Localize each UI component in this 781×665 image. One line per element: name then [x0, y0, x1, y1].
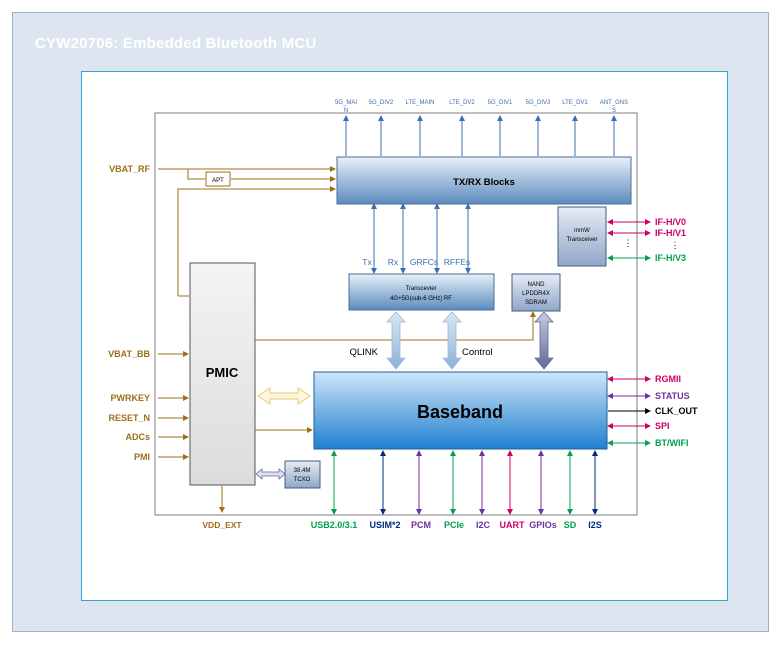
control-double-arrow — [442, 311, 462, 370]
if-port-1: IF-H/V1 — [655, 228, 686, 238]
baseband-block — [313, 371, 608, 450]
pmic-block — [189, 262, 256, 486]
right-interface-spi: SPI — [655, 421, 670, 431]
signal-tx: Tx — [362, 257, 372, 267]
antenna-port-label-7: ANT_GNS — [600, 100, 628, 106]
antenna-port-label-6: LTE_DV1 — [562, 100, 588, 106]
antenna-ports: 5G_MAI N 5G_DIV2 LTE_MAIN LTE_DV2 5G_DIV1 5G_D… — [335, 100, 628, 156]
nand-block — [511, 273, 561, 312]
slide-title: CYW20706: Embedded Bluetooth MCU — [35, 35, 317, 52]
bottom-interface-i2s: I2S — [588, 520, 602, 530]
power-input-vbat-rf: VBAT_RF — [109, 164, 150, 174]
antenna-port-label-0: 5G_MAI — [335, 100, 357, 106]
if-port-0: IF-H/V0 — [655, 217, 686, 227]
mmw-label-1: mmW — [574, 228, 590, 234]
antenna-port-label-1: 5G_DIV2 — [369, 100, 394, 106]
power-input-adcs: ADCs — [125, 432, 150, 442]
tcxo-label-1: 38.4M — [294, 468, 311, 474]
rf-transceiver-label-1: Transcevier — [405, 286, 436, 292]
bottom-interface-sd: SD — [564, 520, 577, 530]
if-ellipsis-inner: ⋮ — [624, 238, 633, 248]
antenna-port-label-0: N — [344, 108, 348, 114]
power-input-reset-n: RESET_N — [108, 413, 150, 423]
right-interface-status: STATUS — [655, 391, 690, 401]
apt-label: APT — [212, 178, 224, 184]
power-input-pmi: PMI — [134, 452, 150, 462]
nand-label-1: NAND — [527, 282, 545, 288]
control-label: Control — [462, 347, 493, 358]
signal-grfcs: GRFCs — [410, 257, 438, 267]
bottom-interface-pcm: PCM — [411, 520, 431, 530]
qlink-label: QLINK — [349, 347, 378, 358]
pmic-baseband-double-arrow — [257, 387, 311, 405]
bottom-interface-usim-2: USIM*2 — [369, 520, 400, 530]
power-input-pwrkey: PWRKEY — [110, 393, 150, 403]
mmw-transceiver-block — [557, 206, 607, 267]
pmic-label: PMIC — [206, 365, 239, 380]
txrx-label: TX/RX Blocks — [453, 177, 515, 188]
antenna-port-label-2: LTE_MAIN — [406, 100, 435, 106]
qlink-double-arrow — [386, 311, 406, 370]
bottom-interface-i2c: I2C — [476, 520, 491, 530]
right-interfaces: RGMII STATUS CLK_OUT SPI BT/WIFI — [607, 374, 698, 448]
power-input-vbat-bb: VBAT_BB — [108, 349, 150, 359]
rf-transceiver-label-2: 4G+5G(sub-6 GHz) RF — [390, 296, 452, 302]
tcxo-double-arrow — [255, 468, 286, 480]
txrx-block — [336, 156, 632, 205]
if-port-3: IF-H/V3 — [655, 253, 686, 263]
antenna-port-label-4: 5G_DIV1 — [488, 100, 513, 106]
nand-label-2: LPDDR4X — [522, 291, 550, 297]
signal-rffes: RFFEs — [444, 257, 470, 267]
bottom-interface-usb2-0-3-1: USB2.0/3.1 — [311, 520, 358, 530]
if-port-lines: ⋮ — [607, 219, 651, 261]
right-interface-bt-wifi: BT/WIFI — [655, 438, 689, 448]
bottom-interface-pcie: PCIe — [444, 520, 464, 530]
baseband-label: Baseband — [417, 402, 503, 422]
vdd-ext-label: VDD_EXT — [202, 520, 242, 530]
bottom-interface-gpios: GPIOs — [529, 520, 557, 530]
bottom-interfaces: USB2.0/3.1 USIM*2 PCM PCIe I2C UART GPIOs SD I2S — [311, 450, 602, 530]
mmw-label-2: Transceiver — [566, 237, 597, 243]
antenna-port-label-7: S — [612, 108, 616, 114]
right-interface-rgmii: RGMII — [655, 374, 681, 384]
nand-baseband-double-arrow — [534, 311, 554, 370]
antenna-port-label-3: LTE_DV2 — [449, 100, 475, 106]
signal-rx: Rx — [388, 257, 399, 267]
antenna-port-label-5: 5G_DIV3 — [526, 100, 551, 106]
rf-transceiver-block — [348, 273, 495, 311]
power-lines — [158, 166, 536, 513]
right-interface-clk-out: CLK_OUT — [655, 406, 698, 416]
tcxo-label-2: TCXO — [294, 477, 311, 483]
bottom-interface-uart: UART — [500, 520, 525, 530]
tcxo-block — [284, 460, 321, 489]
if-port-ellipsis: ⋮ — [671, 240, 680, 250]
rf-signal-lines — [371, 203, 471, 274]
nand-label-3: SDRAM — [525, 300, 547, 306]
apt-block — [205, 171, 231, 187]
